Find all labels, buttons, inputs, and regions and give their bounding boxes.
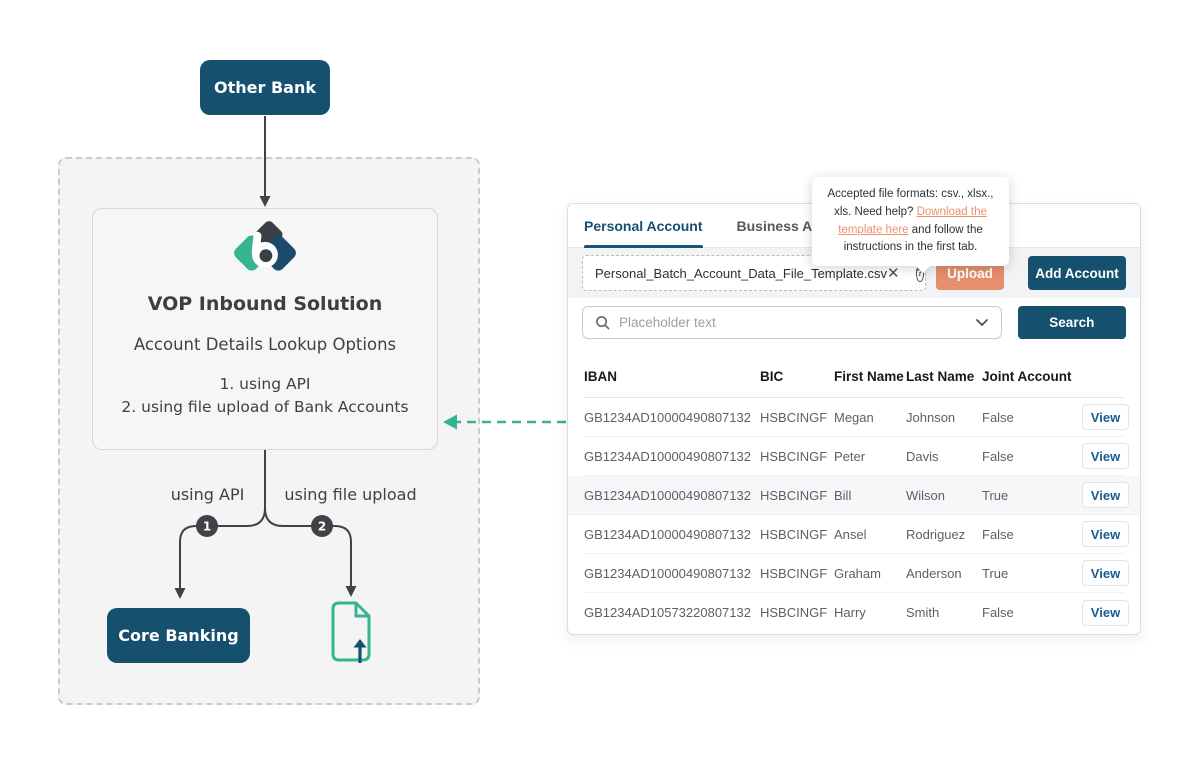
core-banking-node: Core Banking [107, 608, 250, 663]
cell-last: Rodriguez [906, 526, 966, 542]
cell-bic: HSBCINGF [760, 487, 828, 503]
chevron-down-icon[interactable] [975, 318, 989, 327]
cell-first: Graham [834, 565, 881, 581]
search-placeholder: Placeholder text [619, 315, 716, 330]
branch-api-label: using API [170, 485, 245, 504]
cell-iban: GB1234AD10000490807132 [584, 526, 751, 542]
cell-bic: HSBCINGF [760, 565, 828, 581]
selected-file-chip[interactable]: Personal_Batch_Account_Data_File_Templat… [582, 255, 926, 291]
solution-title: VOP Inbound Solution [147, 293, 383, 315]
table-row: GB1234AD10000490807132 HSBCINGF Peter Da… [584, 437, 1129, 476]
cell-joint: False [982, 448, 1014, 464]
table-header: IBAN BIC First Name Last Name Joint Acco… [584, 351, 1124, 398]
vop-logo-icon [234, 221, 296, 271]
tab-personal-account-label: Personal Account [584, 217, 703, 234]
col-iban: IBAN [584, 369, 617, 384]
view-button[interactable]: View [1082, 443, 1129, 469]
search-input[interactable]: Placeholder text [582, 306, 1002, 339]
cell-bic: HSBCINGF [760, 448, 828, 464]
cell-joint: False [982, 605, 1014, 620]
view-button[interactable]: View [1082, 599, 1129, 626]
file-upload-icon [331, 601, 371, 663]
col-bic: BIC [760, 369, 784, 384]
view-button[interactable]: View [1082, 560, 1129, 586]
cell-last: Wilson [906, 487, 946, 503]
branch-file-label: using file upload [284, 485, 417, 504]
cell-bic: HSBCINGF [760, 409, 828, 425]
cell-last: Smith [906, 605, 940, 620]
search-row: Placeholder text Search [568, 298, 1140, 351]
core-banking-label: Core Banking [118, 626, 239, 645]
cell-last: Anderson [906, 565, 962, 581]
vop-solution-node: VOP Inbound Solution Account Details Loo… [92, 208, 438, 450]
cell-joint: True [982, 487, 1009, 503]
view-button[interactable]: View [1082, 521, 1129, 547]
file-format-tooltip: Accepted file formats: csv., xlsx., xls.… [812, 177, 1009, 274]
accounts-table: IBAN BIC First Name Last Name Joint Acco… [568, 351, 1140, 632]
cell-first: Megan [834, 409, 874, 425]
solution-option-2: 2. using file upload of Bank Accounts [121, 398, 409, 416]
search-icon [596, 316, 610, 330]
search-button[interactable]: Search [1017, 306, 1126, 339]
other-bank-label: Other Bank [214, 78, 316, 97]
cell-first: Peter [834, 448, 866, 464]
tab-personal-account[interactable]: Personal Account [584, 204, 703, 248]
selected-file-name: Personal_Batch_Account_Data_File_Templat… [595, 265, 887, 281]
view-button[interactable]: View [1082, 482, 1129, 508]
solution-subtitle: Account Details Lookup Options [133, 335, 397, 354]
tooltip-text-after: and follow the instructions in the first… [843, 223, 983, 254]
cell-iban: GB1234AD10000490807132 [584, 409, 751, 425]
accounts-panel: Personal Account Business Account Person… [567, 203, 1141, 635]
solution-option-1: 1. using API [219, 375, 311, 393]
other-bank-node: Other Bank [200, 60, 330, 115]
add-account-button[interactable]: Add Account [1028, 256, 1126, 290]
tooltip-text-before: Accepted file formats: csv., xlsx., xls.… [827, 188, 994, 218]
cell-iban: GB1234AD10000490807132 [584, 565, 751, 581]
table-row: GB1234AD10000490807132 HSBCINGF Megan Jo… [584, 398, 1129, 437]
cell-bic: HSBCINGF [760, 605, 828, 620]
cell-last: Davis [906, 448, 939, 464]
cell-joint: False [982, 526, 1014, 542]
table-row: GB1234AD10573220807132 HSBCINGF Harry Sm… [584, 593, 1129, 632]
table-row: GB1234AD10000490807132 HSBCINGF Bill Wil… [568, 476, 1140, 515]
cell-first: Ansel [834, 526, 867, 542]
view-button[interactable]: View [1082, 404, 1129, 430]
cell-iban: GB1234AD10000490807132 [584, 448, 751, 464]
col-joint-account: Joint Account [982, 369, 1072, 384]
table-row: GB1234AD10000490807132 HSBCINGF Ansel Ro… [584, 515, 1129, 554]
remove-file-icon[interactable]: ✕ [886, 264, 900, 282]
cell-joint: True [982, 565, 1009, 581]
download-template-link[interactable]: Download the template here [838, 205, 987, 236]
cell-iban: GB1234AD10573220807132 [584, 605, 751, 620]
cell-bic: HSBCINGF [760, 526, 828, 542]
cell-iban: GB1234AD10000490807132 [584, 487, 751, 503]
cell-last: Johnson [906, 409, 956, 425]
table-row: GB1234AD10000490807132 HSBCINGF Graham A… [584, 554, 1129, 593]
cell-first: Bill [834, 487, 852, 503]
cell-first: Harry [834, 605, 866, 620]
col-last-name: Last Name [906, 369, 975, 384]
col-first-name: First Name [834, 369, 904, 384]
cell-joint: False [982, 409, 1014, 425]
